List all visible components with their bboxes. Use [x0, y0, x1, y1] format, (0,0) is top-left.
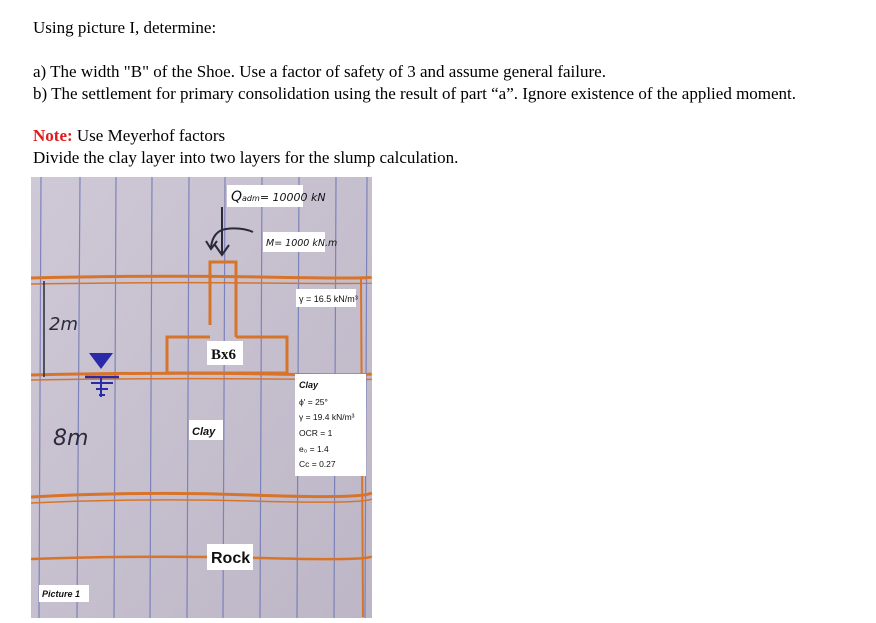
figure-svg: Qadm= 10000 kN M= 1000 kN.m γ = 16.5 kN/…	[30, 176, 375, 619]
gamma-top-label: γ = 16.5 kN/m³	[299, 294, 358, 304]
load-label: Qadm= 10000 kN	[231, 189, 326, 205]
moment-arrow	[205, 227, 254, 251]
clay-props-gamma: γ = 19.4 kN/m³	[299, 412, 355, 422]
divide-instruction: Divide the clay layer into two layers fo…	[33, 148, 459, 167]
footing-label: Bx6	[211, 347, 237, 363]
picture-label-box	[39, 585, 89, 602]
clay-props-title: Clay	[299, 380, 319, 390]
clay-label: Clay	[192, 426, 216, 438]
clay-label-box	[189, 420, 223, 440]
gamma-top-box	[296, 289, 356, 307]
clay-props-ocr: OCR = 1	[299, 428, 333, 438]
clay-props-e0: e₀ = 1.4	[299, 444, 329, 454]
moment-label: M= 1000 kN.m	[266, 238, 337, 249]
clay-props-phi: ϕ' = 25°	[299, 397, 328, 407]
water-table-icon	[85, 353, 119, 397]
picture-1-figure: Qadm= 10000 kN M= 1000 kN.m γ = 16.5 kN/…	[30, 176, 375, 619]
picture-label: Picture 1	[42, 589, 80, 599]
moment-label-box	[263, 232, 325, 252]
footing-label-box	[207, 341, 243, 365]
depth-clay-label: 8m	[53, 426, 88, 451]
clay-props-box	[295, 374, 366, 476]
load-label-box	[227, 185, 303, 207]
depth-top-label: 2m	[49, 314, 78, 335]
problem-part-b: b) The settlement for primary consolidat…	[33, 84, 797, 103]
note-label: Note:	[33, 126, 73, 145]
rock-label: Rock	[211, 550, 250, 567]
note-line: Note: Use Meyerhof factors	[33, 126, 225, 146]
clay-props-cc: Cc = 0.27	[299, 459, 336, 469]
footing-shape	[165, 260, 289, 375]
note-text: Use Meyerhof factors	[72, 126, 226, 145]
rock-top-line	[30, 491, 373, 504]
problem-intro: Using picture I, determine:	[33, 18, 217, 37]
problem-part-a: a) The width "B" of the Shoe. Use a fact…	[33, 62, 606, 81]
ground-surface-line	[30, 274, 374, 285]
rock-label-box	[207, 544, 253, 570]
